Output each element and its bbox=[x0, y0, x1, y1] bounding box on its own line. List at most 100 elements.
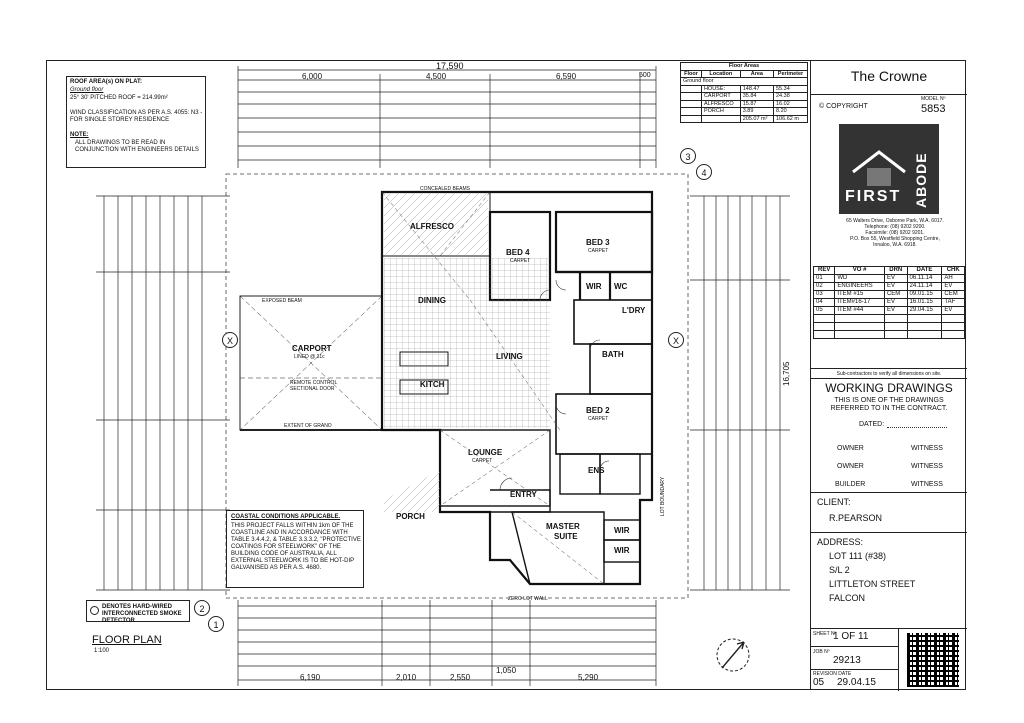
company-telephone: Telephone: (08) 9202 9200. bbox=[864, 224, 926, 230]
dated-label: DATED: bbox=[859, 421, 885, 428]
sig-builder: BUILDER bbox=[835, 481, 866, 488]
client-name: R.PEARSON bbox=[829, 513, 883, 523]
alfresco-hatch bbox=[384, 194, 488, 254]
brand-first: FIRST bbox=[845, 188, 902, 205]
bottom-dim-3: 2,550 bbox=[450, 673, 471, 682]
left-dimension-lines bbox=[96, 195, 230, 591]
revision-number: 05 bbox=[813, 677, 825, 688]
fa-cell: 35.84 bbox=[739, 92, 774, 101]
fa-floor: Ground floor bbox=[680, 77, 808, 86]
bottom-dimension-lines bbox=[237, 600, 657, 686]
top-dim-3: 6,590 bbox=[556, 72, 577, 81]
rev-cell: 01 bbox=[812, 274, 836, 283]
lounge-finish: CARPET bbox=[472, 458, 493, 464]
north-arrow bbox=[716, 638, 750, 672]
coastal-body: THIS PROJECT FALLS WITHIN 1km OF THE COA… bbox=[231, 523, 361, 571]
bottom-dim-2: 2,010 bbox=[396, 673, 417, 682]
brand-abode: ABODE bbox=[913, 152, 929, 208]
room-bed2: BED 2 bbox=[586, 406, 610, 415]
wd-line-1: THIS IS ONE OF THE DRAWINGS bbox=[834, 397, 944, 404]
roof-pitch: 25° 30' PITCHED ROOF = 214.99m² bbox=[70, 95, 168, 101]
fa-cell: PORCH bbox=[700, 107, 741, 116]
right-dimension-lines bbox=[690, 195, 790, 591]
roof-notes-heading: ROOF AREA(s) ON PLAT: bbox=[70, 79, 142, 85]
room-suite: SUITE bbox=[554, 532, 578, 541]
door-swings bbox=[499, 279, 610, 491]
grid-marker-2: 2 bbox=[194, 600, 210, 616]
company-facsimile: Facsimile: (08) 9202 9201. bbox=[865, 230, 925, 236]
rev-cell: 02 bbox=[812, 282, 836, 291]
fa-cell: 3.89 bbox=[739, 107, 774, 116]
fa-cell: 16.02 bbox=[772, 99, 809, 108]
roof-notes-box: ROOF AREA(s) ON PLAT: Ground floor 25° 3… bbox=[66, 76, 206, 168]
sig-witness-2: WITNESS bbox=[911, 463, 943, 470]
sheet-label: SHEET Nº bbox=[813, 631, 837, 637]
rev-header: CHK bbox=[941, 266, 965, 275]
roof-notes-sub: Ground floor bbox=[70, 87, 104, 93]
room-kitchen: KITCH bbox=[420, 380, 445, 389]
address-section: ADDRESS: LOT 111 (#38) S/L 2 LITTLETON S… bbox=[811, 532, 967, 628]
sig-witness-1: WITNESS bbox=[911, 445, 943, 452]
fa-cell: HOUSE: bbox=[700, 84, 741, 93]
room-ensuite: ENS bbox=[588, 466, 605, 475]
exposed-beam-note: EXPOSED BEAM bbox=[262, 298, 302, 304]
fa-cell: ALFRESCO bbox=[700, 99, 741, 108]
rev-cell: ITEM #15 bbox=[834, 290, 885, 299]
floor-areas-title: Floor Areas bbox=[680, 62, 808, 71]
porch-hatch bbox=[384, 470, 440, 512]
zero-lot-wall-note: ZERO LOT WALL bbox=[508, 596, 548, 602]
bed4-finish: CARPET bbox=[510, 258, 531, 264]
model-number: 5853 bbox=[921, 103, 946, 115]
lot-boundary-note: LOT BOUNDARY bbox=[660, 476, 666, 516]
smoke-detector-icon bbox=[90, 606, 99, 615]
coastal-heading: COASTAL CONDITIONS APPLICABLE. bbox=[231, 514, 341, 520]
sig-witness-3: WITNESS bbox=[911, 481, 943, 488]
rev-header: REV bbox=[812, 266, 836, 275]
grid-marker-1: 1 bbox=[208, 616, 224, 632]
grid-marker-x-right: X bbox=[668, 332, 684, 348]
extent-grano-note: EXTENT OF GRANO bbox=[284, 423, 332, 429]
note-text: ALL DRAWINGS TO BE READ IN CONJUNCTION W… bbox=[75, 140, 199, 153]
client-label: CLIENT: bbox=[817, 497, 851, 507]
rev-cell: CEM bbox=[883, 290, 908, 299]
tiled-floor-area bbox=[384, 258, 550, 428]
address-line-3: LITTLETON STREET bbox=[829, 579, 916, 589]
room-laundry: L'DRY bbox=[622, 306, 646, 315]
sig-owner-1: OWNER bbox=[837, 445, 864, 452]
rev-cell: 06.11.14 bbox=[906, 274, 943, 283]
grid-marker-3: 3 bbox=[680, 148, 696, 164]
address-line-1: LOT 111 (#38) bbox=[829, 551, 887, 561]
room-lounge: LOUNGE bbox=[468, 448, 503, 457]
fa-total: 106.62 m bbox=[772, 114, 809, 123]
lot-boundary-line bbox=[225, 173, 689, 599]
model-name: The Crowne bbox=[850, 68, 928, 84]
address-label: ADDRESS: bbox=[817, 537, 864, 547]
rev-cell: EV bbox=[941, 306, 965, 315]
room-wc: WC bbox=[614, 282, 628, 291]
carport-outline bbox=[239, 295, 383, 431]
room-wir-2: WIR bbox=[614, 526, 630, 535]
rev-cell: ENGINEERS bbox=[834, 282, 885, 291]
bottom-dim-5: 5,290 bbox=[578, 673, 599, 682]
fa-cell: CARPORT bbox=[700, 92, 741, 101]
qr-code bbox=[907, 633, 959, 687]
job-number: 29213 bbox=[833, 655, 861, 666]
fa-cell: 148.47 bbox=[739, 84, 774, 93]
rev-cell: EV bbox=[883, 274, 908, 283]
copyright-text: © COPYRIGHT bbox=[819, 103, 868, 110]
bed2-finish: CARPET bbox=[588, 416, 609, 422]
rev-cell: EV bbox=[883, 282, 908, 291]
rev-cell: 24.11.14 bbox=[906, 282, 943, 291]
smoke-detector-legend: DENOTES HARD-WIRED INTERCONNECTED SMOKE … bbox=[86, 600, 190, 624]
divider bbox=[811, 669, 898, 670]
first-abode-logo: FIRST ABODE bbox=[839, 124, 939, 214]
concealed-beams-note: CONCEALED BEAMS bbox=[420, 186, 471, 192]
model-name-row: The Crowne bbox=[811, 60, 967, 94]
fa-header: Area bbox=[739, 69, 774, 78]
floor-plan-scale: 1:100 bbox=[94, 648, 110, 654]
